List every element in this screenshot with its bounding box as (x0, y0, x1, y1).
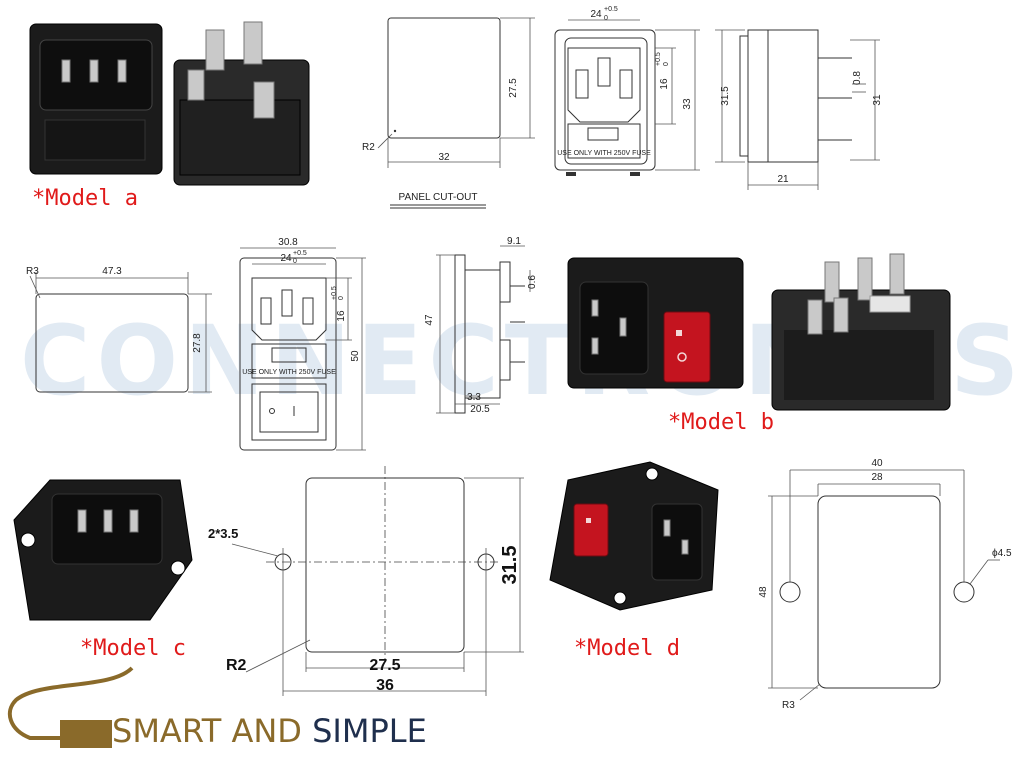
dim-b-side-height: 47 (424, 314, 435, 326)
dim-a-front-width: 24 (590, 9, 602, 20)
brand-text-part2: SIMPLE (312, 712, 427, 750)
brand-text-part1: SMART AND (112, 712, 302, 750)
drawing-a-cutout (377, 17, 535, 209)
dim-a-front-tol-lower: 0 (604, 15, 608, 22)
dim-b-inner-tol-lower: 0 (338, 296, 345, 300)
dim-b-cutout-radius: R3 (26, 266, 39, 277)
model-b-label: *Model b (668, 410, 774, 435)
dim-b-front-height: 50 (350, 350, 361, 362)
dim-a-side-height: 31 (872, 94, 883, 106)
dim-d-radius: R3 (782, 700, 795, 711)
dim-b-front-width: 24 (280, 253, 292, 264)
dim-a-cutout-height: 27.5 (508, 78, 519, 98)
dim-d-outer-width: 40 (871, 458, 883, 469)
dim-b-front-tol-upper: +0.5 (293, 250, 307, 257)
drawing-a-front (554, 19, 700, 176)
dim-b-front-tol-lower: 0 (293, 258, 297, 265)
dim-a-inner-tol-upper: +0.5 (655, 52, 662, 66)
dim-c-inner-width: 27.5 (369, 657, 400, 674)
model-a-front-photo (29, 23, 163, 175)
dim-c-outer-width: 36 (376, 677, 394, 694)
model-c-photo (13, 479, 193, 621)
dim-a-inner-height: 16 (659, 78, 670, 90)
dim-b-side-small: 3.3 (467, 392, 481, 403)
drawing-b-side (436, 245, 531, 414)
drawing-a-side (715, 29, 880, 190)
dim-a-fuse-text: USE ONLY WITH 250V FUSE (557, 150, 651, 157)
model-d-label: *Model d (574, 636, 680, 661)
model-a-back-photo (173, 21, 310, 186)
drawing-c (231, 466, 524, 696)
dim-b-inner-height: 16 (336, 310, 347, 322)
dim-a-cutout-width: 32 (438, 152, 450, 163)
dim-b-side-tab: 0.6 (527, 275, 538, 289)
model-b-back-photo (771, 253, 951, 411)
brand-logo-swoosh (7, 666, 134, 748)
dim-b-side-top: 9.1 (507, 236, 521, 247)
dim-d-inner-width: 28 (871, 472, 883, 483)
dim-b-cutout-width: 47.3 (102, 266, 122, 277)
model-a-label: *Model a (32, 186, 138, 211)
dim-b-front-outer-width: 30.8 (278, 237, 298, 248)
model-c-label: *Model c (80, 636, 186, 661)
dim-b-fuse-text: USE ONLY WITH 250V FUSE (242, 369, 336, 376)
dim-b-side-depth: 20.5 (470, 404, 490, 415)
dim-a-cutout-radius: R2 (362, 142, 375, 153)
drawing-b-cutout (29, 272, 212, 393)
dim-a-front-height: 33 (682, 98, 693, 110)
dim-a-inner-tol-lower: 0 (663, 62, 670, 66)
dim-a-cutout-title: PANEL CUT-OUT (399, 192, 478, 203)
dim-b-cutout-height: 27.8 (192, 333, 203, 353)
dim-c-radius: R2 (226, 657, 247, 674)
dim-a-front-tol-upper: +0.5 (604, 6, 618, 13)
dim-c-height: 31.5 (499, 546, 521, 585)
model-d-photo (549, 461, 719, 611)
dim-a-side-tab: 0.8 (852, 71, 863, 85)
drawing-d (768, 469, 1000, 701)
dim-a-side-depth: 21 (777, 174, 789, 185)
drawing-b-front (239, 247, 366, 451)
dim-a-side-total-height: 31.5 (720, 86, 731, 106)
dim-b-inner-tol-upper: +0.5 (331, 286, 338, 300)
dim-c-holes: 2*3.5 (208, 526, 238, 541)
dim-d-hole-dia: ϕ4.5 (992, 548, 1012, 559)
brand-logo: SMART AND SIMPLE (112, 712, 427, 750)
model-b-front-photo (567, 257, 744, 389)
dim-d-height: 48 (758, 586, 769, 598)
